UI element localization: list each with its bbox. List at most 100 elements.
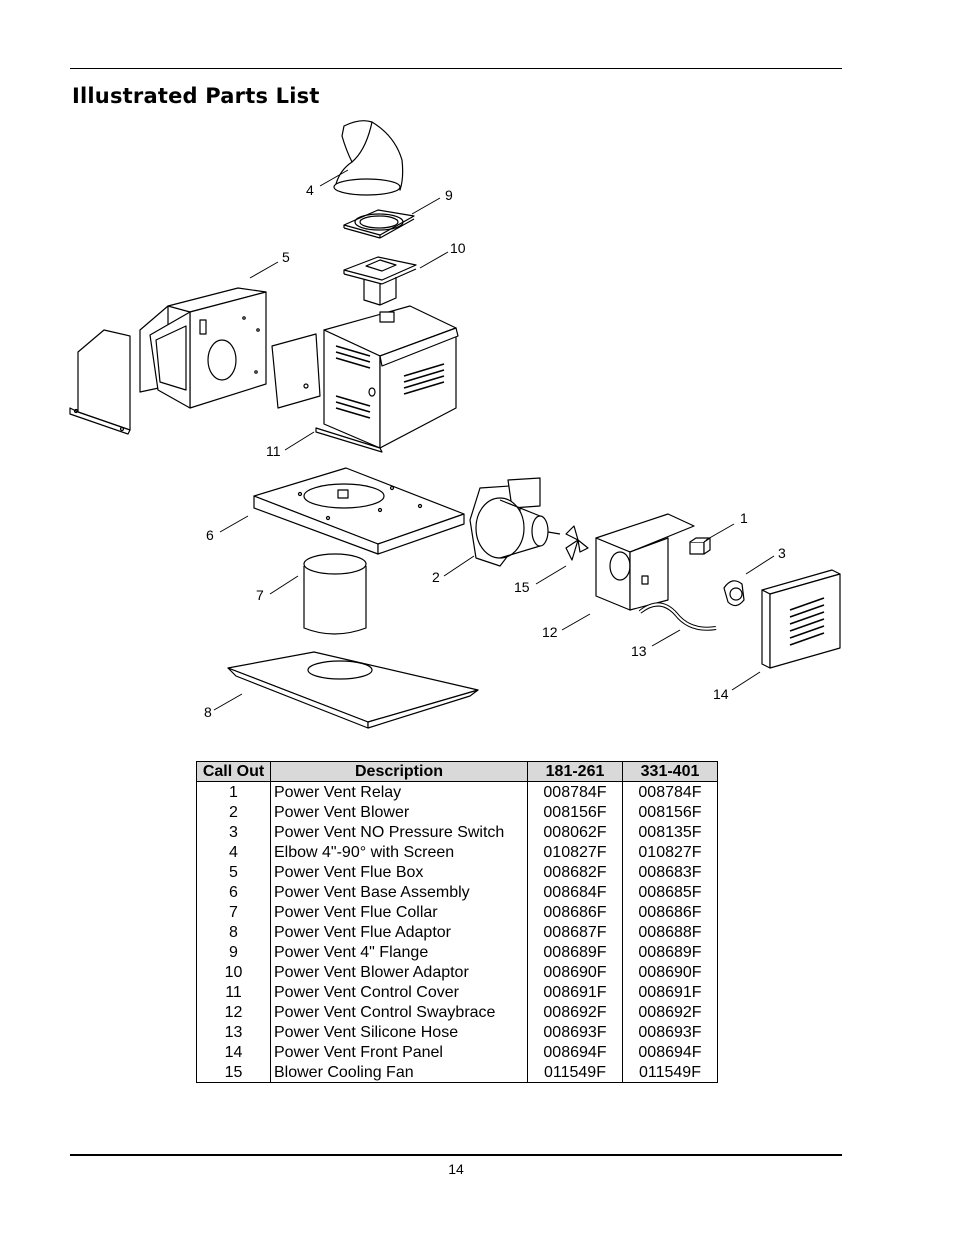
callout-numbers: 1 2 3 4 5 6 7 8 9 10 11 12 13 14 15 bbox=[204, 182, 786, 720]
part-silicone-hose bbox=[638, 602, 717, 631]
callout-11: 11 bbox=[266, 443, 281, 459]
description-cell: Power Vent Flue Box bbox=[270, 862, 528, 882]
description-cell: Power Vent Flue Collar bbox=[270, 902, 528, 922]
description-cell: Power Vent Blower Adaptor bbox=[270, 962, 528, 982]
call-out-cell: 11 bbox=[196, 982, 271, 1002]
part-number-cell: 008685F bbox=[622, 882, 718, 902]
column-header-model-331-401: 331-401 bbox=[622, 761, 718, 782]
part-number-cell: 008693F bbox=[527, 1022, 623, 1042]
description-cell: Power Vent Relay bbox=[270, 781, 528, 802]
part-flue-box bbox=[139, 287, 267, 409]
call-out-cell: 13 bbox=[196, 1022, 271, 1042]
callout-8: 8 bbox=[204, 704, 212, 720]
part-number-cell: 008686F bbox=[527, 902, 623, 922]
part-number-cell: 010827F bbox=[622, 842, 718, 862]
call-out-cell: 12 bbox=[196, 1002, 271, 1022]
part-number-cell: 008784F bbox=[527, 781, 623, 802]
part-number-cell: 008690F bbox=[622, 962, 718, 982]
callout-13: 13 bbox=[631, 643, 647, 659]
part-control-cover bbox=[315, 305, 459, 453]
call-out-cell: 8 bbox=[196, 922, 271, 942]
callout-14: 14 bbox=[713, 686, 729, 702]
call-out-cell: 7 bbox=[196, 902, 271, 922]
part-front-panel bbox=[761, 569, 841, 669]
part-number-cell: 008690F bbox=[527, 962, 623, 982]
call-out-cell: 14 bbox=[196, 1042, 271, 1062]
description-cell: Blower Cooling Fan bbox=[270, 1062, 528, 1083]
part-number-cell: 008691F bbox=[622, 982, 718, 1002]
part-number-cell: 008686F bbox=[622, 902, 718, 922]
call-out-cell: 4 bbox=[196, 842, 271, 862]
page-title: Illustrated Parts List bbox=[72, 84, 320, 108]
part-blower bbox=[469, 477, 561, 567]
description-cell: Power Vent Control Swaybrace bbox=[270, 1002, 528, 1022]
description-cell: Power Vent Control Cover bbox=[270, 982, 528, 1002]
part-number-cell: 008693F bbox=[622, 1022, 718, 1042]
column-header-model-181-261: 181-261 bbox=[527, 761, 623, 782]
part-number-cell: 008156F bbox=[622, 802, 718, 822]
call-out-cell: 1 bbox=[196, 781, 271, 802]
part-number-cell: 008062F bbox=[527, 822, 623, 842]
description-cell: Power Vent Blower bbox=[270, 802, 528, 822]
column-header-description: Description bbox=[270, 761, 528, 782]
description-cell: Elbow 4"-90° with Screen bbox=[270, 842, 528, 862]
part-number-cell: 008135F bbox=[622, 822, 718, 842]
callout-4: 4 bbox=[306, 182, 314, 198]
part-number-cell: 008784F bbox=[622, 781, 718, 802]
description-cell: Power Vent NO Pressure Switch bbox=[270, 822, 528, 842]
callout-12: 12 bbox=[542, 624, 558, 640]
part-number-cell: 008692F bbox=[527, 1002, 623, 1022]
part-number-cell: 008689F bbox=[527, 942, 623, 962]
part-number-cell: 008692F bbox=[622, 1002, 718, 1022]
part-number-cell: 008694F bbox=[622, 1042, 718, 1062]
part-gasket bbox=[271, 333, 321, 409]
part-flue-adaptor bbox=[227, 651, 479, 729]
part-number-cell: 008688F bbox=[622, 922, 718, 942]
part-base-assembly bbox=[253, 467, 465, 555]
part-number-cell: 008684F bbox=[527, 882, 623, 902]
part-flange bbox=[343, 209, 415, 239]
description-cell: Power Vent Flue Adaptor bbox=[270, 922, 528, 942]
callout-3: 3 bbox=[778, 545, 786, 561]
part-number-cell: 011549F bbox=[527, 1062, 623, 1083]
part-cooling-fan bbox=[565, 525, 589, 561]
part-number-cell: 008689F bbox=[622, 942, 718, 962]
description-cell: Power Vent Front Panel bbox=[270, 1042, 528, 1062]
part-number-cell: 008683F bbox=[622, 862, 718, 882]
page-number: 14 bbox=[448, 1161, 464, 1177]
footer-rule bbox=[70, 1154, 842, 1156]
part-number-cell: 010827F bbox=[527, 842, 623, 862]
part-relay bbox=[689, 537, 711, 555]
part-side-plate bbox=[69, 329, 131, 435]
callout-15: 15 bbox=[514, 579, 530, 595]
call-out-cell: 2 bbox=[196, 802, 271, 822]
call-out-cell: 10 bbox=[196, 962, 271, 982]
callout-7: 7 bbox=[256, 587, 264, 603]
part-number-cell: 008687F bbox=[527, 922, 623, 942]
callout-9: 9 bbox=[445, 187, 453, 203]
part-number-cell: 008691F bbox=[527, 982, 623, 1002]
callout-5: 5 bbox=[282, 249, 290, 265]
exploded-parts-diagram: 1 2 3 4 5 6 7 8 9 10 11 12 13 14 15 bbox=[69, 120, 841, 729]
leader-lines bbox=[213, 169, 775, 711]
call-out-cell: 6 bbox=[196, 882, 271, 902]
description-cell: Power Vent Silicone Hose bbox=[270, 1022, 528, 1042]
part-blower-adaptor bbox=[343, 256, 417, 306]
call-out-cell: 3 bbox=[196, 822, 271, 842]
column-header-call-out: Call Out bbox=[196, 761, 271, 782]
description-cell: Power Vent 4" Flange bbox=[270, 942, 528, 962]
description-cell: Power Vent Base Assembly bbox=[270, 882, 528, 902]
call-out-cell: 5 bbox=[196, 862, 271, 882]
part-number-cell: 008156F bbox=[527, 802, 623, 822]
